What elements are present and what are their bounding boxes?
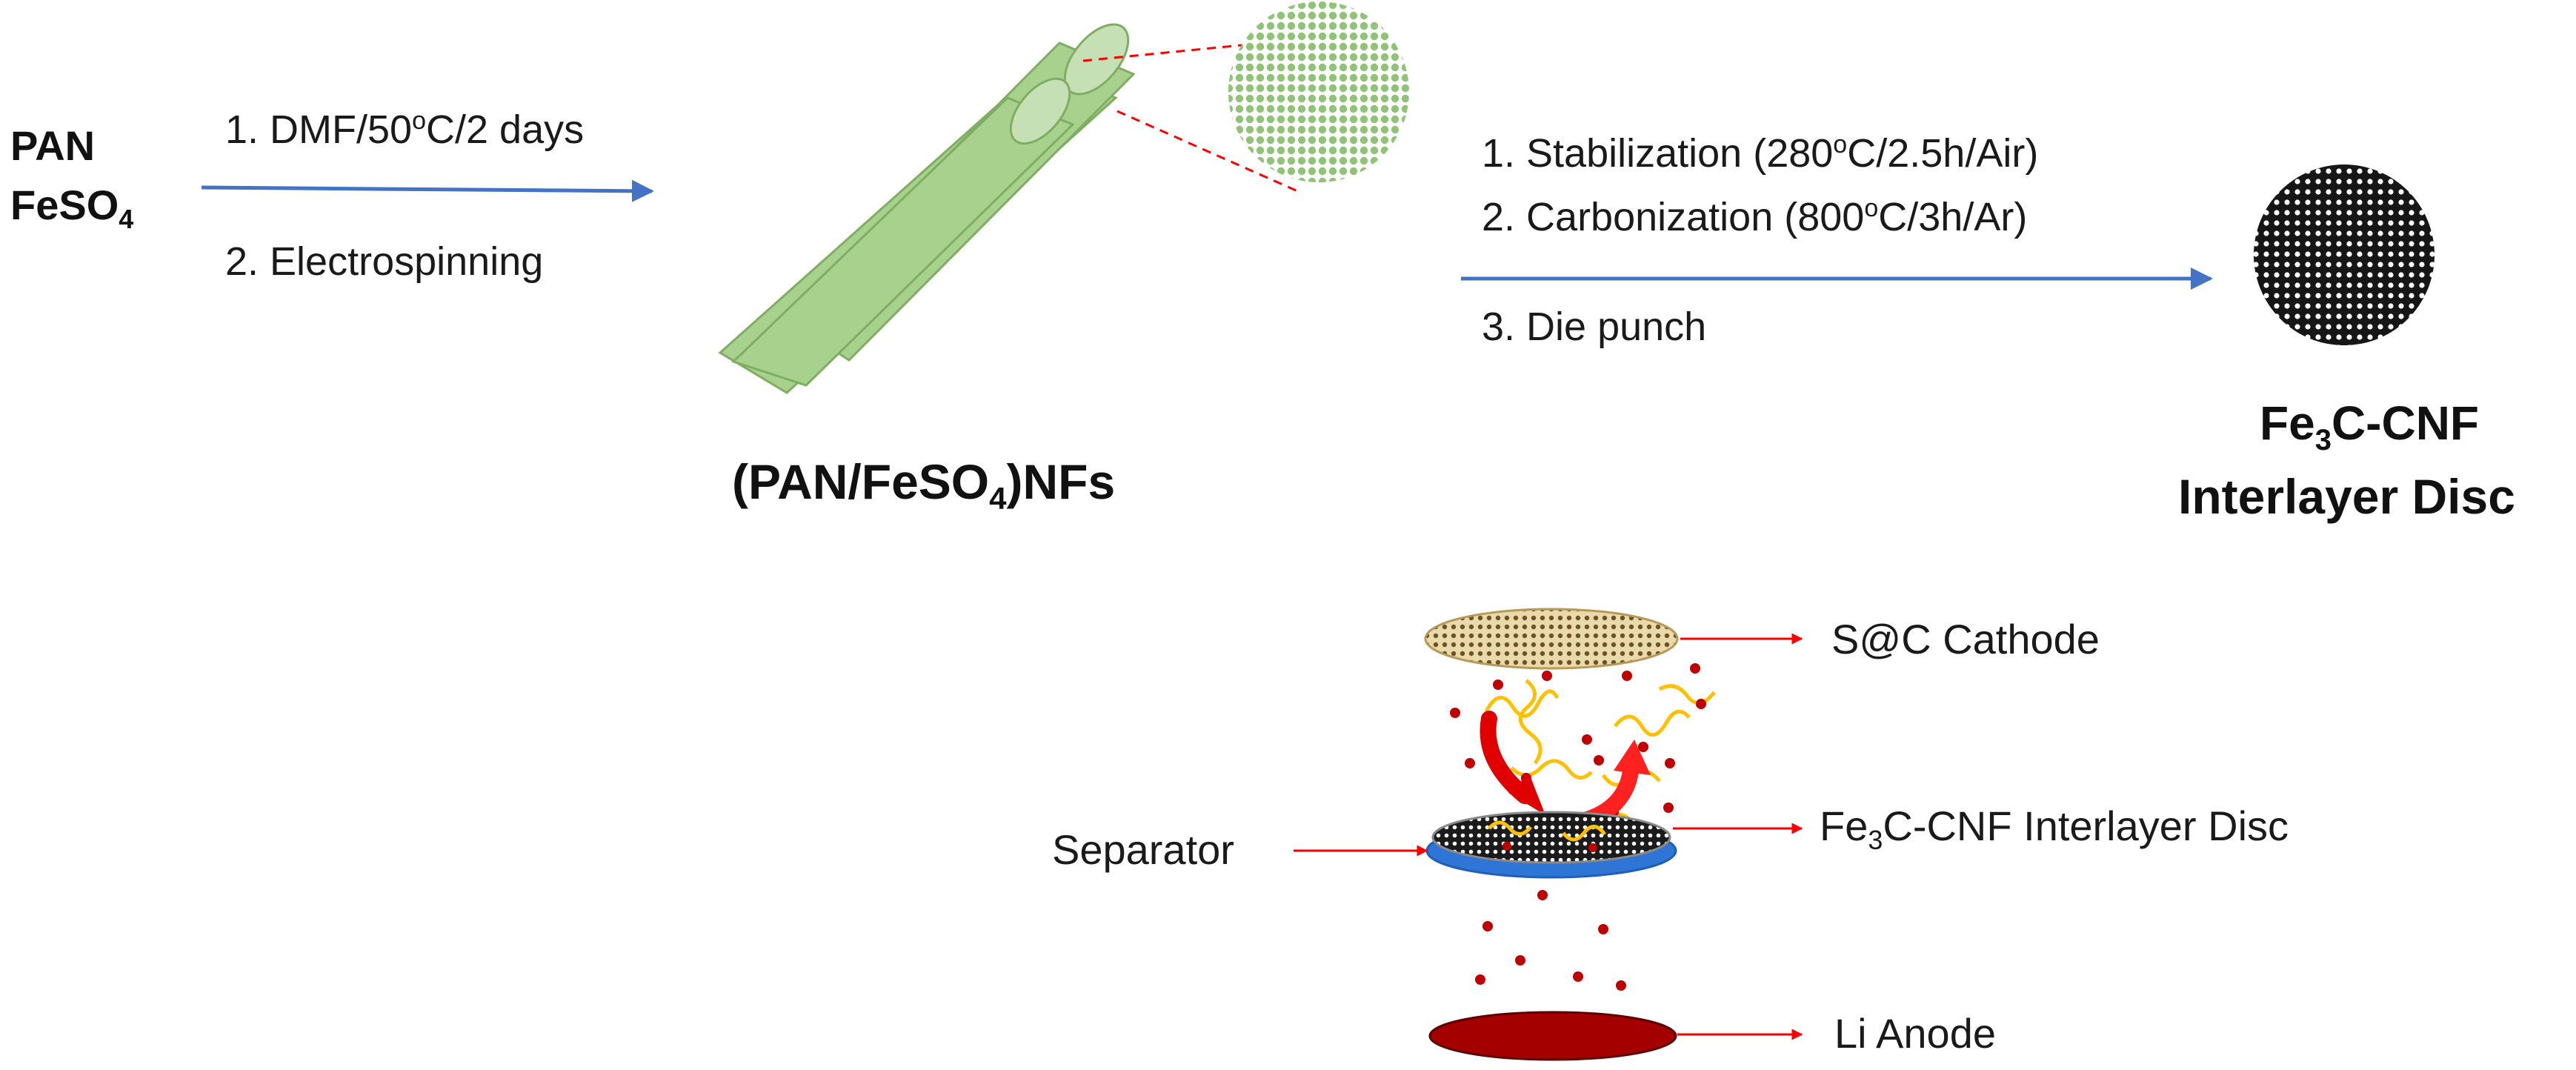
step2-item1-pre: 1. Stabilization (280 (1482, 131, 1834, 176)
product-label-line1: Fe3C-CNF (2260, 396, 2479, 457)
nanofiber-label: (PAN/FeSO4)NFs (732, 453, 1115, 516)
step1-item2: 2. Electrospinning (225, 239, 544, 284)
reactant-feso4-subscript: 4 (119, 204, 134, 235)
step1-item1: 1. DMF/50oC/2 days (225, 107, 584, 153)
product-label-sub: 3 (2314, 423, 2332, 456)
nanofiber-cylinder-long (731, 77, 1075, 387)
separator-label: Separator (1052, 826, 1234, 873)
step2-item2-post: C/3h/Ar) (1878, 195, 2028, 239)
step1-item1-rest: C/2 days (426, 107, 585, 152)
interlayer-disc-in-cell (1431, 811, 1671, 864)
step1-item1-sup: o (412, 107, 426, 135)
interlayer-label: Fe3C-CNF Interlayer Disc (1820, 802, 2289, 856)
step2-item3: 3. Die punch (1482, 305, 1707, 349)
shuttle-arrow-down-head (1508, 774, 1545, 815)
cathode-label: S@C Cathode (1831, 616, 2100, 662)
reactant-feso4: FeSO4 (10, 181, 133, 235)
reactant-feso4-base: FeSO (10, 182, 119, 228)
step2-item1-post: C/2.5h/Air) (1847, 131, 2039, 176)
lithium-ions (1475, 890, 1626, 991)
anode-disc (1428, 1011, 1677, 1061)
step2-item2-pre: 2. Carbonization (800 (1482, 195, 1865, 239)
interlayer-disc-product (2254, 165, 2434, 345)
step2-item1: 1. Stabilization (280oC/2.5h/Air) (1482, 130, 2038, 176)
interlayer-label-sub: 3 (1868, 825, 1883, 856)
product-label-fe: Fe (2260, 396, 2315, 450)
step2-item1-sup: o (1833, 130, 1848, 159)
nanofiber-label-post: )NFs (1006, 454, 1116, 509)
product-label-line2: Interlayer Disc (2178, 469, 2515, 524)
nanofiber-label-sub: 4 (989, 481, 1007, 516)
nanofiber-bundle (718, 23, 1136, 394)
interlayer-label-fe: Fe (1820, 802, 1868, 849)
product-label-rest: C-CNF (2331, 396, 2479, 450)
anode-label: Li Anode (1834, 1010, 1996, 1057)
nanofiber-label-pre: (PAN/FeSO (732, 454, 990, 509)
shuttle-arrow-up-head (1614, 740, 1651, 775)
process-arrow-1 (201, 179, 654, 202)
interlayer-label-rest: C-CNF Interlayer Disc (1883, 802, 2289, 849)
zoom-line-bottom (1116, 110, 1302, 194)
step2-item2: 2. Carbonization (800oC/3h/Ar) (1482, 194, 2027, 240)
reactant-pan: PAN (10, 122, 96, 169)
step1-item1-text: 1. DMF/50 (225, 107, 413, 152)
battery-cell-schematic (1424, 608, 1716, 1061)
magnified-fiber-cross-section (1228, 1, 1409, 182)
step2-item2-sup: o (1864, 194, 1879, 222)
cathode-disc (1424, 608, 1679, 670)
